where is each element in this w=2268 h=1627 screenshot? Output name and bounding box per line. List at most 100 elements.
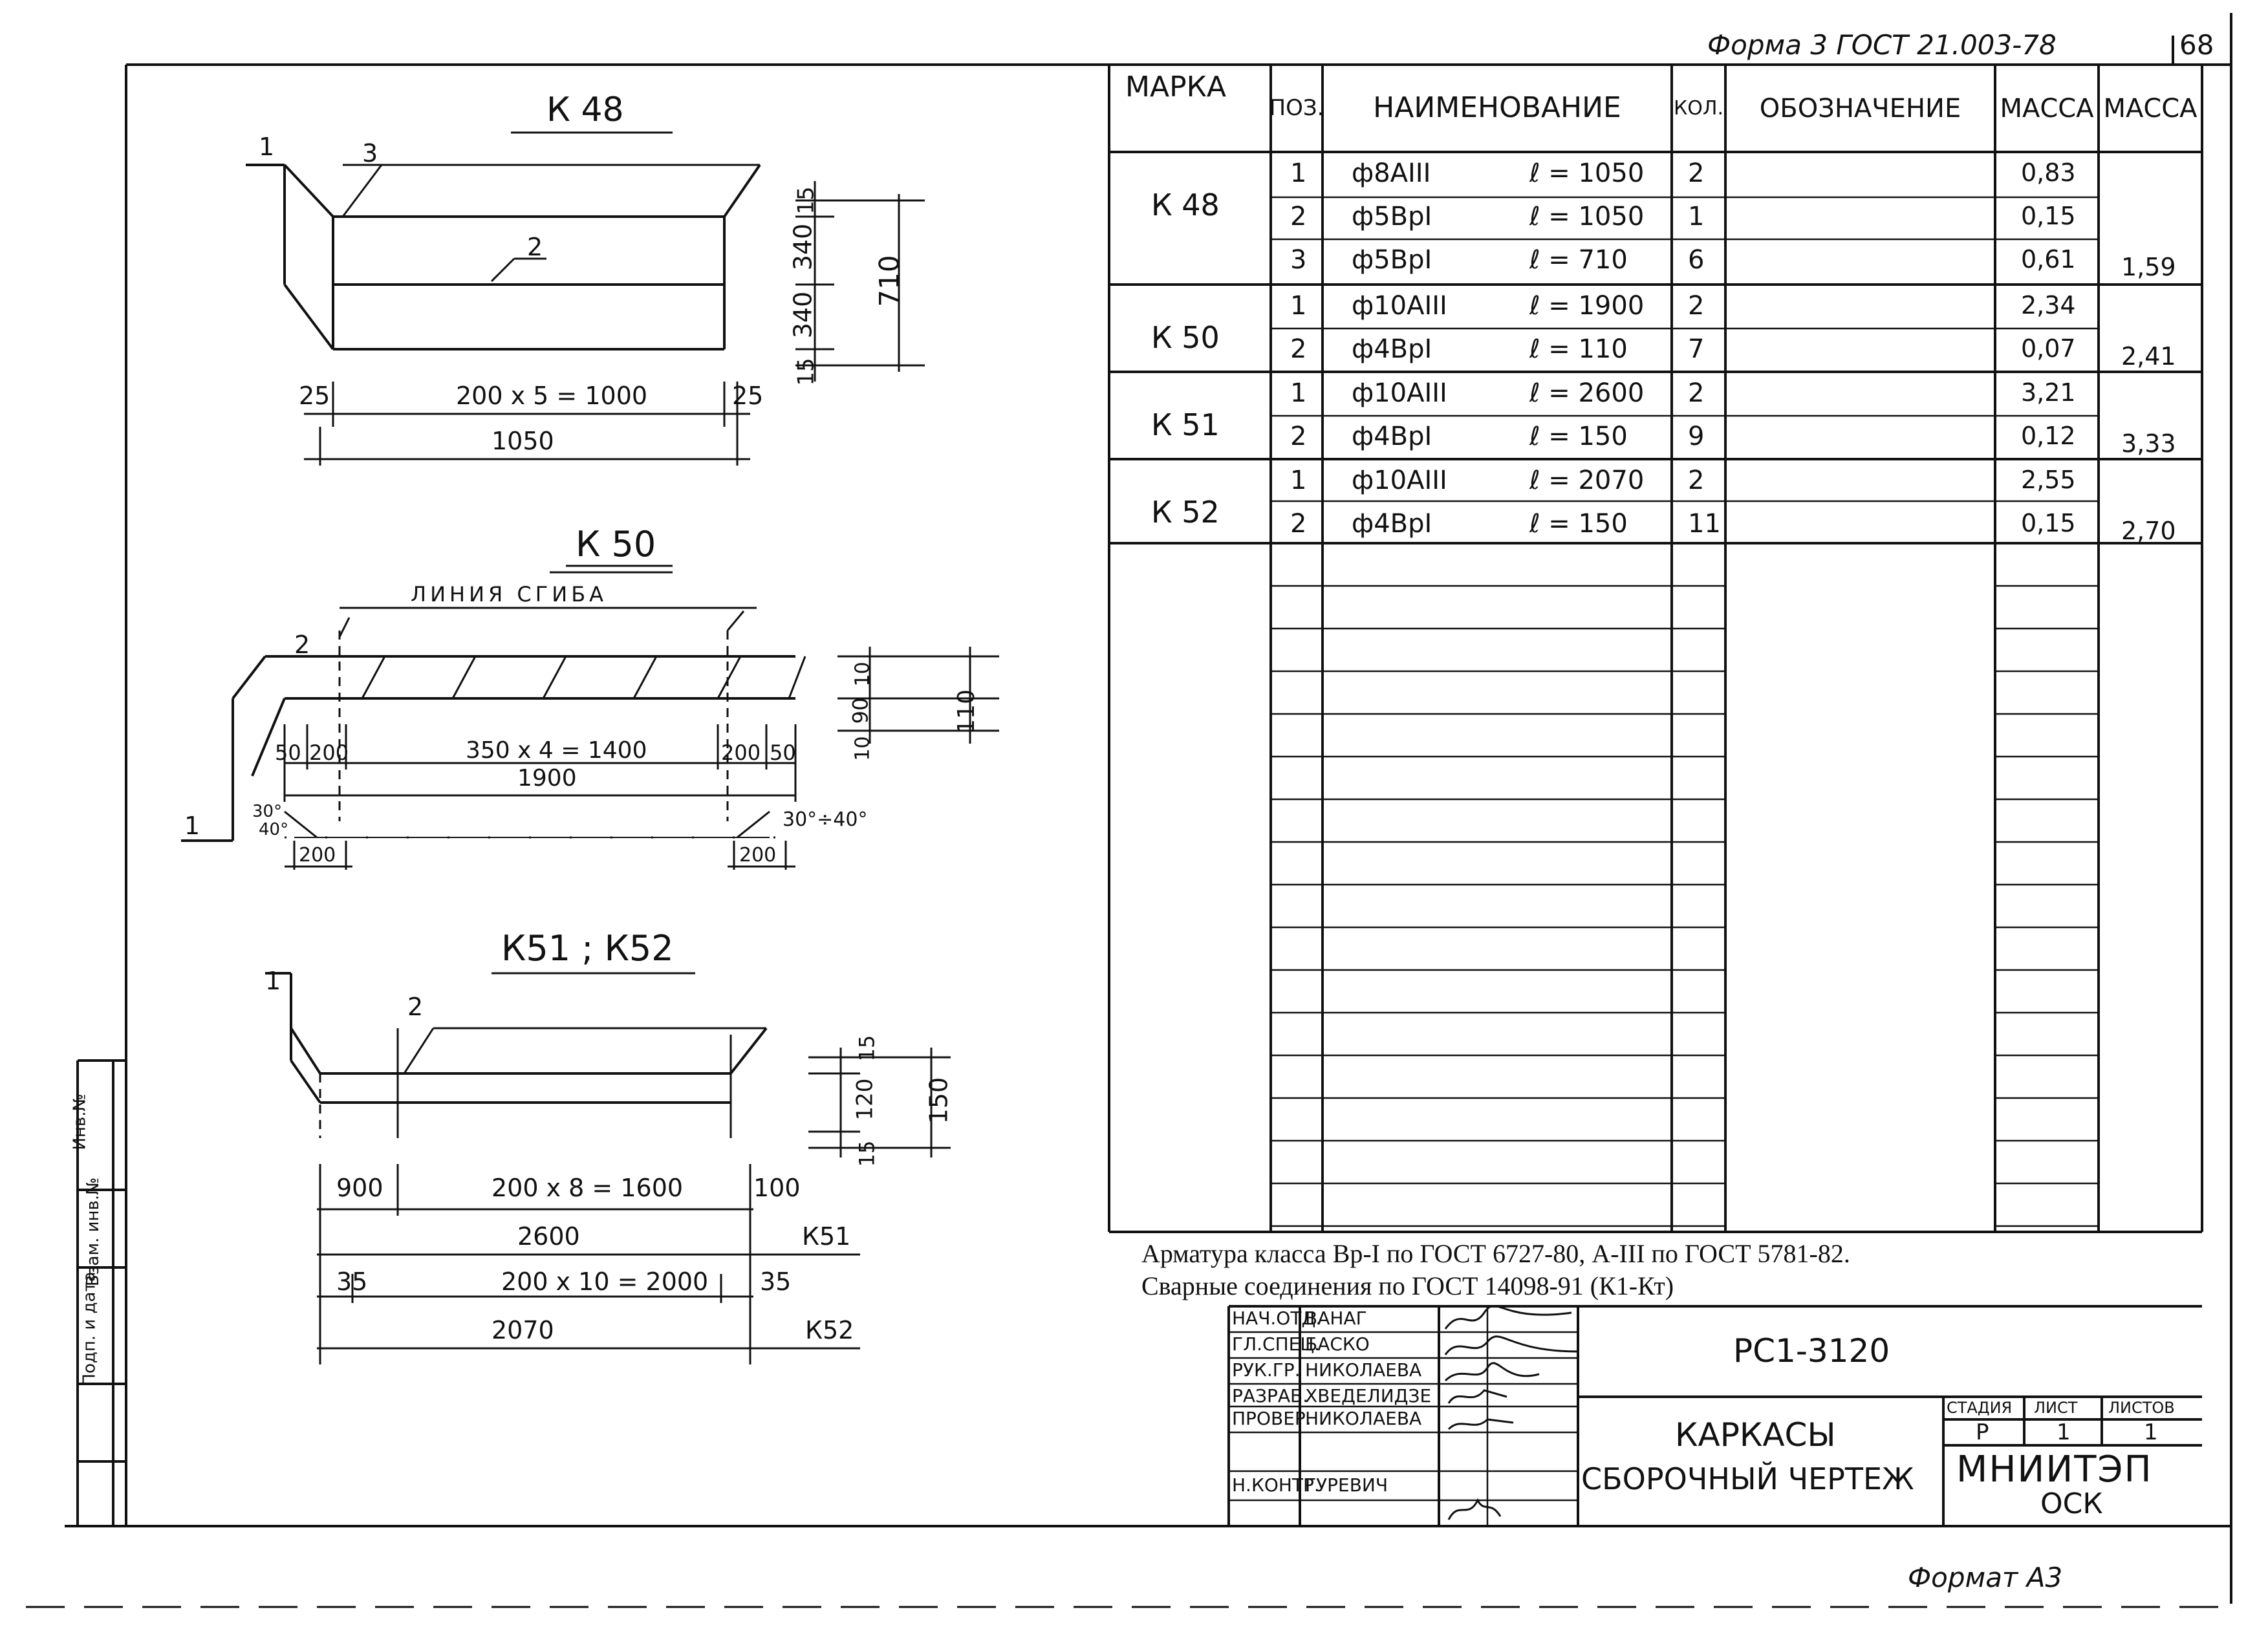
- k48-dim-bottom: 15: [793, 358, 819, 386]
- row-mass: 3,21: [2021, 378, 2076, 407]
- group-mark: К 51: [1151, 407, 1220, 442]
- k51-dim-right-100: 100: [753, 1174, 801, 1202]
- row-mass: 2,34: [2021, 291, 2076, 319]
- row-qty: 1: [1688, 202, 1705, 232]
- row-length: ℓ = 710: [1529, 245, 1628, 275]
- row-pos: 2: [1290, 334, 1307, 364]
- title-line-1: КАРКАСЫ: [1675, 1416, 1836, 1454]
- k51-dim-v-mid: 120: [852, 1078, 878, 1121]
- row-mass: 0,15: [2021, 202, 2076, 230]
- signature-role: ГЛ.СПЕЦ.: [1232, 1333, 1320, 1355]
- k50-dim-middle: 350 x 4 = 1400: [466, 737, 647, 764]
- k52-dim-middle: 200 x 10 = 2000: [501, 1267, 709, 1296]
- k50-dim-right-200: 200: [721, 740, 761, 765]
- k50-foot-left: 200: [299, 844, 336, 867]
- k50-foot-right: 200: [739, 844, 777, 867]
- title-line-2: СБОРОЧНЫЙ ЧЕРТЕЖ: [1581, 1461, 1914, 1496]
- k50-dim-bottom: 10: [851, 736, 874, 761]
- row-mass: 0,12: [2021, 422, 2076, 450]
- row-length: ℓ = 150: [1529, 509, 1628, 539]
- signature-role: РУК.ГР.: [1232, 1359, 1301, 1381]
- row-pos: 2: [1290, 422, 1307, 451]
- k50-label-1: 1: [184, 812, 200, 840]
- group-total-mass: 2,41: [2121, 342, 2176, 371]
- group-total-mass: 3,33: [2121, 429, 2176, 458]
- signature-name: ГУРЕВИЧ: [1305, 1474, 1388, 1496]
- col-header-mass-unit: МАССА: [2000, 93, 2094, 124]
- k51-label-1: 1: [265, 967, 281, 995]
- row-pos: 2: [1290, 509, 1307, 539]
- row-name: ф4ВрI: [1352, 334, 1432, 364]
- row-name: ф10АIII: [1352, 466, 1447, 495]
- k50-dim-total: 1900: [517, 765, 577, 792]
- row-qty: 2: [1688, 291, 1705, 321]
- signature-role: ПРОВЕР.: [1232, 1408, 1312, 1429]
- k50-label-2: 2: [294, 630, 310, 659]
- col-header-name: НАИМЕНОВАНИЕ: [1373, 91, 1621, 125]
- k50-angle-left-top: 30°: [252, 802, 283, 821]
- k50-angle-right: 30°÷40°: [783, 808, 868, 831]
- row-mass: 0,15: [2021, 509, 2076, 537]
- doc-code: РС1-3120: [1733, 1332, 1890, 1370]
- signature-name: НИКОЛАЕВА: [1305, 1408, 1422, 1429]
- row-pos: 2: [1290, 202, 1307, 232]
- col-header-mark: МАРКА: [1125, 70, 1226, 103]
- col-header-designation: ОБОЗНАЧЕНИЕ: [1759, 93, 1961, 124]
- k48-dim-v1: 340: [788, 223, 817, 271]
- k52-dim-left-35: 35: [336, 1267, 368, 1296]
- stage-label: СТАДИЯ: [1947, 1399, 2013, 1417]
- group-mark: К 50: [1151, 320, 1220, 355]
- row-mass: 0,61: [2021, 245, 2076, 274]
- row-name: ф10АIII: [1352, 291, 1447, 321]
- sheet-label: ЛИСТ: [2034, 1399, 2078, 1417]
- signature-role: РАЗРАБ.: [1232, 1385, 1309, 1406]
- col-header-pos: ПОЗ.: [1269, 94, 1324, 121]
- row-qty: 2: [1688, 378, 1705, 408]
- k50-dim-top: 10: [851, 662, 874, 687]
- k51-52-title: К51 ; К52: [501, 928, 674, 969]
- row-mass: 2,55: [2021, 466, 2076, 494]
- group-mark: К 52: [1151, 495, 1220, 530]
- k48-dim-right: 25: [732, 382, 764, 410]
- k51-dim-left-900: 900: [336, 1174, 383, 1202]
- row-qty: 7: [1688, 334, 1705, 364]
- form-reference: Форма 3 ГОСТ 21.003-78: [1707, 29, 2057, 61]
- org-name: МНИИТЭП: [1956, 1449, 2153, 1491]
- row-qty: 11: [1688, 509, 1721, 539]
- k50-dim-height: 110: [953, 689, 980, 734]
- signature-scribbles: [1444, 1305, 1579, 1520]
- k48-label-2: 2: [527, 233, 543, 261]
- stage-value: Р: [1976, 1419, 1989, 1445]
- row-pos: 1: [1290, 378, 1307, 408]
- side-stamp-sign: Подп. и дата: [80, 1271, 100, 1386]
- row-length: ℓ = 110: [1529, 334, 1628, 364]
- row-pos: 1: [1290, 291, 1307, 321]
- k51-label-2: 2: [407, 993, 424, 1021]
- row-mass: 0,83: [2021, 158, 2076, 187]
- col-header-qty: КОЛ.: [1673, 97, 1723, 120]
- col-header-mass-total: МАССА: [2103, 93, 2198, 124]
- row-name: ф4ВрI: [1352, 422, 1432, 451]
- row-pos: 3: [1290, 245, 1307, 275]
- k51-dim-bottom: 15: [854, 1140, 880, 1167]
- row-pos: 1: [1290, 158, 1307, 188]
- sheets-value: 1: [2144, 1419, 2158, 1445]
- row-length: ℓ = 2600: [1529, 378, 1645, 408]
- group-mark: К 48: [1151, 188, 1220, 222]
- k51-mark: К51: [802, 1222, 851, 1251]
- k48-dim-height: 710: [873, 255, 905, 307]
- k48-dim-total: 1050: [491, 427, 554, 455]
- side-stamp-inv: Инв.№: [70, 1094, 90, 1150]
- note-reinforcement: Арматура класса Вр-I по ГОСТ 6727-80, А-…: [1141, 1239, 1850, 1268]
- row-name: ф8АIII: [1352, 158, 1431, 188]
- format-label: Формат А3: [1908, 1562, 2063, 1593]
- signature-role: НАЧ.ОТД.: [1232, 1308, 1322, 1329]
- k50-bend-line: ЛИНИЯ СГИБА: [411, 582, 608, 607]
- side-stamp-vzam: Взам. инв.№: [83, 1177, 103, 1287]
- k50-title: К 50: [576, 524, 656, 565]
- k50-dim-left-200: 200: [309, 740, 349, 765]
- sheets-label: ЛИСТОВ: [2108, 1399, 2175, 1417]
- row-name: ф4ВрI: [1352, 509, 1432, 539]
- k51-dim-height: 150: [924, 1077, 953, 1125]
- signature-name: НИКОЛАЕВА: [1305, 1359, 1422, 1381]
